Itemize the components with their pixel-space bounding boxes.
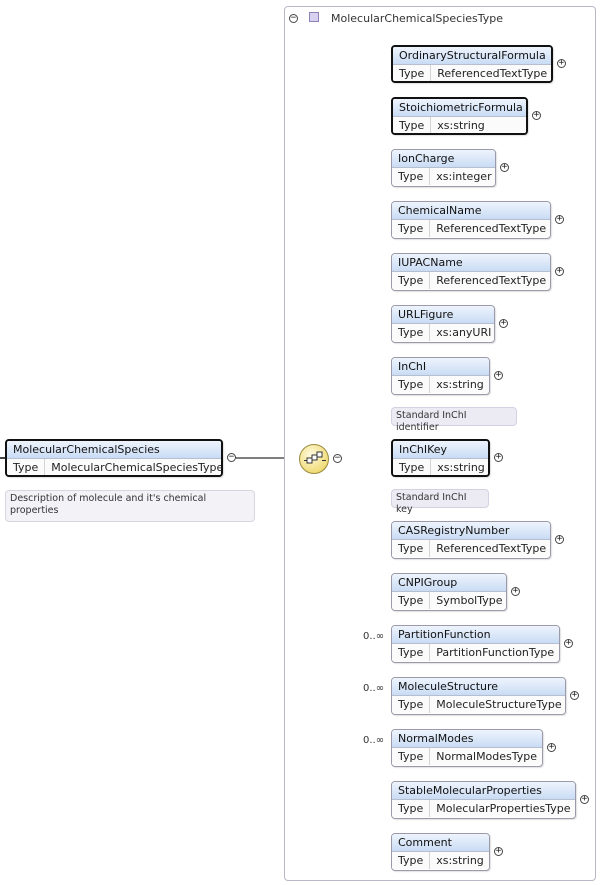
child-element-name: NormalModes xyxy=(392,730,542,748)
expand-child-toggle[interactable]: + xyxy=(532,110,541,120)
child-element-name: CASRegistryNumber xyxy=(392,522,550,540)
child-type-label: Type xyxy=(392,376,431,393)
child-type-value: ReferencedTextType xyxy=(436,274,547,287)
multiplicity-label: 0..∞ xyxy=(363,631,385,642)
child-element-name: OrdinaryStructuralFormula xyxy=(393,47,551,65)
child-element-name: CNPIGroup xyxy=(392,574,506,592)
sequence-compositor-icon[interactable] xyxy=(299,444,329,474)
expand-child-toggle[interactable]: + xyxy=(557,58,566,68)
child-type-value: MolecularPropertiesType xyxy=(436,802,571,815)
complex-type-icon xyxy=(309,12,319,22)
expand-child-toggle[interactable]: + xyxy=(555,266,564,276)
child-type-value: xs:anyURI xyxy=(436,326,492,339)
expand-child-toggle[interactable]: + xyxy=(494,452,503,462)
child-type-value: ReferencedTextType xyxy=(437,67,548,80)
expand-child-toggle[interactable]: + xyxy=(494,846,503,856)
child-type-value: ReferencedTextType xyxy=(436,542,547,555)
child-type-label: Type xyxy=(392,748,431,765)
child-type-label: Type xyxy=(392,644,431,661)
child-element-name: StableMolecularProperties xyxy=(392,782,575,800)
collapse-type-toggle[interactable]: − xyxy=(289,13,298,23)
child-element-name: StoichiometricFormula xyxy=(393,99,526,117)
child-annotation-note: Standard InChI key xyxy=(391,489,489,515)
expand-child-toggle[interactable]: + xyxy=(494,370,503,380)
child-type-value: MoleculeStructureType xyxy=(436,698,562,711)
expand-child-toggle[interactable]: + xyxy=(547,742,556,752)
child-element-name: MoleculeStructure xyxy=(392,678,565,696)
expand-child-toggle[interactable]: + xyxy=(555,534,564,544)
collapse-root-toggle[interactable]: − xyxy=(227,452,236,462)
root-type-value: MolecularChemicalSpeciesType xyxy=(51,461,223,474)
child-type-value: SymbolType xyxy=(436,594,503,607)
child-type-label: Type xyxy=(392,324,431,341)
child-type-value: xs:integer xyxy=(436,170,492,183)
expand-child-toggle[interactable]: + xyxy=(580,794,589,804)
collapse-sequence-toggle[interactable]: − xyxy=(333,453,342,463)
child-type-value: xs:string xyxy=(436,378,484,391)
child-type-label: Type xyxy=(392,272,431,289)
child-type-label: Type xyxy=(393,117,432,133)
child-element-name: InChIKey xyxy=(393,441,488,459)
expand-child-toggle[interactable]: + xyxy=(555,214,564,224)
child-type-label: Type xyxy=(392,168,431,185)
child-annotation-note: Standard InChI identifier xyxy=(391,407,517,433)
child-type-label: Type xyxy=(393,65,432,81)
group-title: MolecularChemicalSpeciesType xyxy=(331,12,504,25)
child-type-label: Type xyxy=(392,852,431,869)
child-type-label: Type xyxy=(392,800,431,817)
child-type-value: xs:string xyxy=(437,119,485,132)
child-type-value: ReferencedTextType xyxy=(436,222,547,235)
child-type-label: Type xyxy=(392,220,431,237)
multiplicity-label: 0..∞ xyxy=(363,735,385,746)
child-element-name: IUPACName xyxy=(392,254,550,272)
child-element-name: PartitionFunction xyxy=(392,626,559,644)
expand-child-toggle[interactable]: + xyxy=(500,162,509,172)
child-element-name: Comment xyxy=(392,834,489,852)
child-element-name: ChemicalName xyxy=(392,202,550,220)
child-type-label: Type xyxy=(392,592,431,609)
child-element-name: InChI xyxy=(392,358,489,376)
child-type-label: Type xyxy=(393,459,432,475)
child-element-name: URLFigure xyxy=(392,306,494,324)
child-type-value: PartitionFunctionType xyxy=(436,646,555,659)
expand-child-toggle[interactable]: + xyxy=(499,318,508,328)
root-element-name: MolecularChemicalSpecies xyxy=(7,441,221,459)
expand-child-toggle[interactable]: + xyxy=(570,690,579,700)
child-type-label: Type xyxy=(392,540,431,557)
child-type-value: xs:string xyxy=(437,461,485,474)
expand-child-toggle[interactable]: + xyxy=(564,638,573,648)
root-description-note: Description of molecule and it's chemica… xyxy=(5,490,255,522)
child-type-label: Type xyxy=(392,696,431,713)
root-element-box[interactable]: MolecularChemicalSpecies Type MolecularC… xyxy=(5,439,223,477)
child-element-name: IonCharge xyxy=(392,150,495,168)
child-type-value: xs:string xyxy=(436,854,484,867)
expand-child-toggle[interactable]: + xyxy=(511,586,520,596)
root-type-label: Type xyxy=(7,459,46,475)
multiplicity-label: 0..∞ xyxy=(363,683,385,694)
child-type-value: NormalModesType xyxy=(436,750,538,763)
